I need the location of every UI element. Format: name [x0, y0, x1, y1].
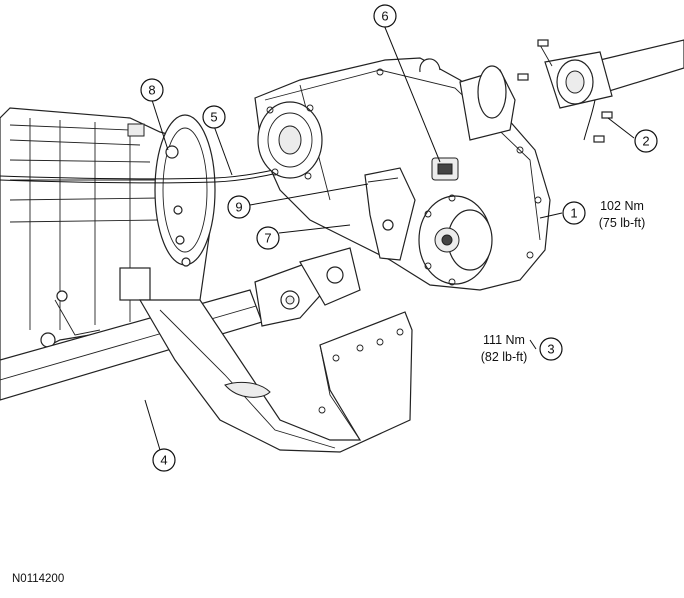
torque-rear-imperial: (75 lb-ft) [599, 216, 646, 230]
callout-number: 6 [381, 9, 388, 24]
callout-3: 3 [539, 337, 563, 361]
rear-driveshaft-illustration [517, 39, 684, 143]
torque-front-metric: 111 Nm [483, 333, 525, 347]
callout-9: 9 [227, 195, 251, 219]
callout-number: 2 [642, 134, 649, 149]
figure-id: N0114200 [12, 573, 64, 585]
torque-front-imperial: (82 lb-ft) [481, 350, 528, 364]
callout-7: 7 [256, 226, 280, 250]
transfer-case-illustration [254, 57, 551, 291]
callout-2: 2 [634, 129, 658, 153]
callout-5: 5 [202, 105, 226, 129]
callout-8: 8 [140, 78, 164, 102]
callout-number: 4 [160, 453, 167, 468]
callout-number: 1 [570, 206, 577, 221]
torque-rear-metric: 102 Nm [600, 199, 644, 213]
callout-number: 8 [148, 83, 155, 98]
callout-number: 9 [235, 200, 242, 215]
callout-6: 6 [373, 4, 397, 28]
leader-lines [144, 24, 635, 451]
callout-number: 5 [210, 110, 217, 125]
skid-plate-illustration [138, 299, 413, 453]
callout-1: 1 [562, 201, 586, 225]
transmission-illustration [0, 107, 216, 361]
callout-number: 3 [547, 342, 554, 357]
callout-4: 4 [152, 448, 176, 472]
callout-number: 7 [264, 231, 271, 246]
